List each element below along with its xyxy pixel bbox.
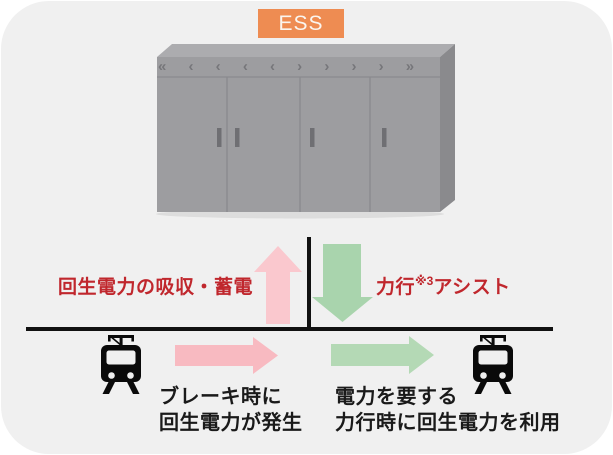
powering-caption-line2: 力行時に回生電力を利用 [335, 412, 561, 434]
overhead-power-line [26, 327, 553, 331]
powering-caption: 電力を要する 力行時に回生電力を利用 [335, 384, 561, 436]
absorb-store-label: 回生電力の吸収・蓄電 [58, 277, 254, 298]
assist-right-arrow-icon [331, 336, 434, 374]
tram-icon-left [101, 335, 141, 394]
regen-right-arrow-icon [175, 337, 278, 374]
brake-caption: ブレーキ時に 回生電力が発生 [159, 384, 303, 436]
ess-cabinet-icon [156, 44, 455, 219]
powering-caption-line1: 電力を要する [335, 386, 458, 408]
charge-up-arrow-icon [254, 246, 302, 324]
powering-assist-suffix: アシスト [433, 277, 511, 298]
brake-caption-line1: ブレーキ時に [159, 386, 282, 408]
assist-down-arrow-icon [312, 244, 373, 322]
powering-assist-prefix: 力行 [376, 277, 416, 298]
footnote-marker: ※3 [415, 273, 434, 288]
vent-chevrons-icon: « ‹ ‹ ‹ ‹ › › › › » [158, 58, 415, 75]
feeder-line-vertical [307, 237, 311, 331]
brake-caption-line2: 回生電力が発生 [159, 412, 303, 434]
tram-icon-right [473, 335, 513, 394]
ess-title-badge: ESS [258, 9, 344, 38]
powering-assist-label: 力行※3アシスト [376, 272, 511, 299]
